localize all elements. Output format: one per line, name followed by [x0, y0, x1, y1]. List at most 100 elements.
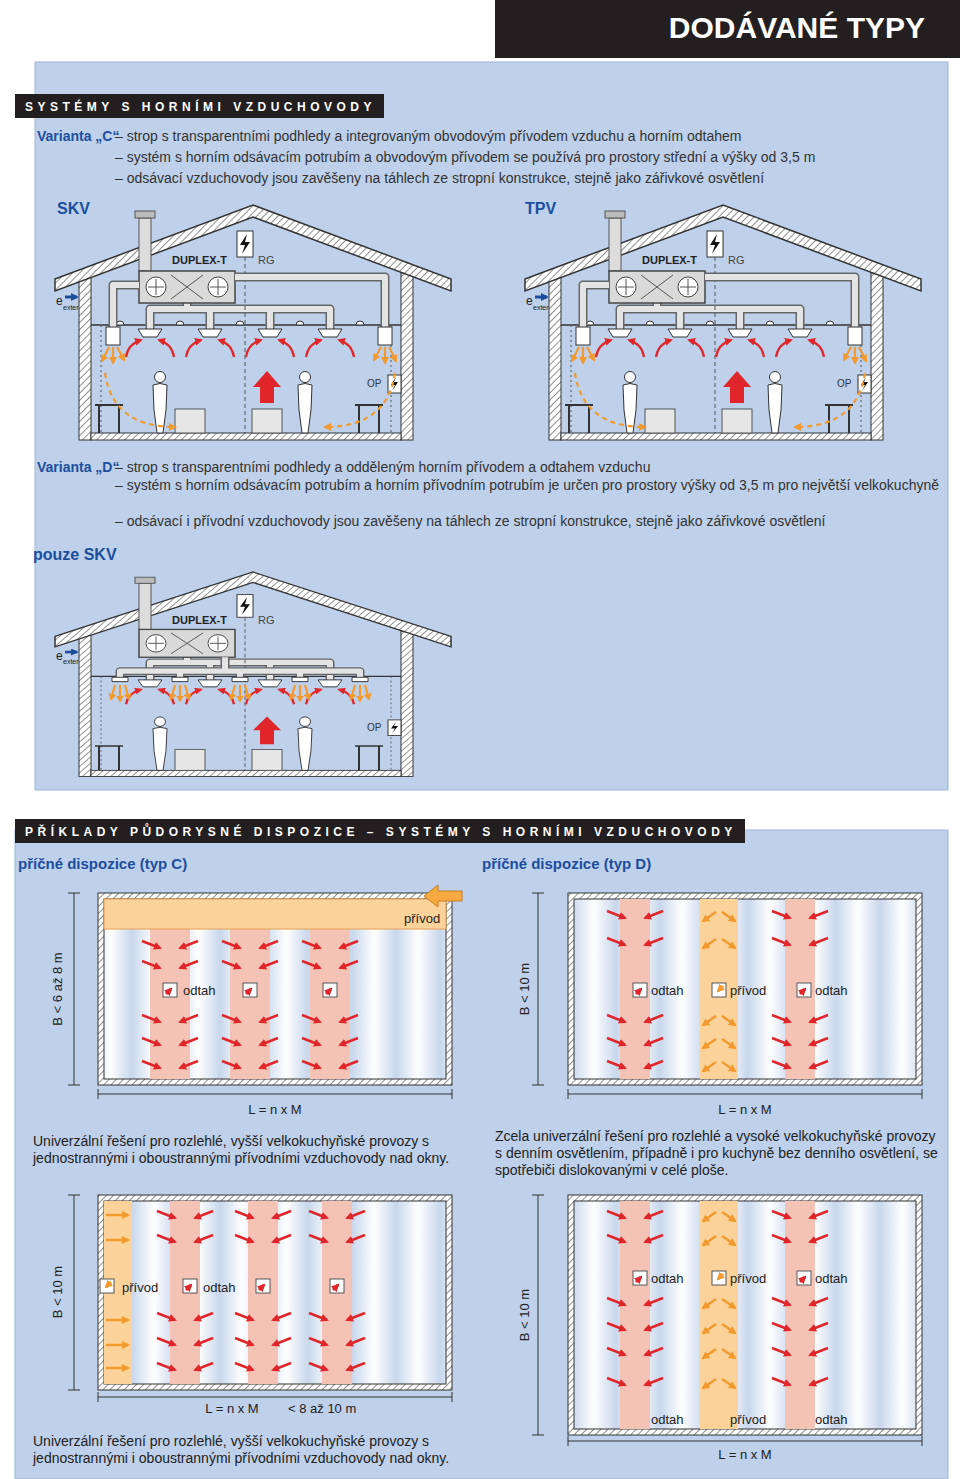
dimension-label: L = n x M: [718, 1447, 771, 1462]
floor-plan: [574, 1201, 916, 1429]
description-line: – odsávací i přívodní vzduchovody jsou z…: [115, 512, 945, 530]
section-band: SYSTÉMY S HORNÍMI VZDUCHOVODY: [15, 94, 384, 118]
floor-plan: [243, 983, 257, 997]
duct-label: odtah: [651, 1412, 684, 1427]
floor-plan: [230, 929, 270, 1079]
floor-plan: [302, 1038, 358, 1045]
floor-plan: [150, 929, 190, 1079]
floor-plan: [607, 1061, 663, 1068]
floor-plan: [322, 1201, 352, 1384]
kitchen-section: [55, 205, 451, 440]
floor-plan: [68, 1195, 452, 1402]
floor-plan: [248, 1201, 278, 1384]
floor-plan: [235, 1338, 291, 1345]
floor-plan: [772, 1378, 828, 1385]
floor-plan: [607, 1323, 663, 1330]
floor-plan: [772, 1061, 828, 1068]
floor-plan: [607, 1348, 663, 1355]
floor-plan: [703, 1299, 735, 1308]
plan-caption: Univerzální řešení pro rozlehlé, vyšší v…: [33, 1433, 513, 1467]
floor-plan: [703, 1379, 735, 1388]
duct-label: přívod: [122, 1280, 158, 1295]
floor-plan: [100, 1279, 114, 1293]
outdoor-label: e: [56, 650, 63, 663]
title-bar: [495, 0, 960, 58]
floor-plan: [797, 983, 811, 997]
section-heading: PŘÍKLADY PŮDORYSNÉ DISPOZICE – SYSTÉMY S…: [25, 825, 737, 839]
floor-plan: [772, 1211, 828, 1218]
perimeter-supply: [102, 277, 396, 427]
floor-plan: [235, 1363, 291, 1370]
variant-heading: Varianta „D“: [37, 458, 119, 476]
control-label: RG: [258, 614, 275, 626]
section-panel: [35, 62, 948, 790]
floor-plan: [424, 885, 462, 907]
page-title: DODÁVANÉ TYPY: [669, 11, 925, 45]
description-line: – systém s horním odsávacím potrubím a o…: [115, 148, 945, 166]
floor-plan: [302, 961, 358, 968]
floor-plan: [106, 1368, 128, 1369]
plan-heading: příčné dispozice (typ D): [482, 855, 651, 873]
control-label: RG: [258, 254, 275, 266]
floor-plan: [157, 1211, 213, 1218]
outdoor-subscript: exter: [63, 304, 79, 312]
plan-heading: příčné dispozice (typ C): [18, 855, 187, 873]
floor-plan: [302, 1015, 358, 1022]
duct-label: přívod: [402, 911, 442, 926]
floor-plan: [157, 1235, 213, 1242]
floor-plan: [104, 1201, 446, 1384]
floor-plan: [607, 938, 663, 945]
panel-label: OP: [367, 378, 381, 390]
floor-plan: [703, 939, 735, 948]
duct-label: odtah: [815, 983, 848, 998]
floor-plan: [703, 1349, 735, 1358]
floor-plan: [703, 912, 735, 921]
variant-heading: Varianta „C“: [37, 127, 119, 145]
floor-plan: [222, 1015, 278, 1022]
floor-plan: [703, 1039, 735, 1048]
outdoor-subscript: exter: [533, 304, 549, 312]
floor-plan: [568, 893, 922, 1085]
dimension-label: L = n x M: [205, 1401, 258, 1416]
floor-plan: [106, 1320, 128, 1321]
floor-plan: [222, 1061, 278, 1068]
floor-plan: [772, 911, 828, 918]
floor-plan: [772, 1235, 828, 1242]
floor-plan: [620, 899, 650, 1079]
description-line: – odsávací vzduchovody jsou zavěšeny na …: [115, 169, 945, 187]
dimension-label: L = n x M: [248, 1102, 301, 1117]
floor-plan: [309, 1211, 365, 1218]
floor-plan: [772, 938, 828, 945]
duct-label: přívod: [730, 1412, 766, 1427]
floor-plan: [106, 1240, 128, 1241]
floor-plan: [633, 983, 647, 997]
floor-plan: [309, 1338, 365, 1345]
plan-caption: Univerzální řešení pro rozlehlé, vyšší v…: [33, 1133, 513, 1167]
section-heading: SYSTÉMY S HORNÍMI VZDUCHOVODY: [25, 100, 376, 114]
floor-plan: [98, 1392, 452, 1402]
description-line: – strop s transparentními podhledy a odd…: [115, 458, 945, 476]
floor-plan: [772, 1348, 828, 1355]
floor-plan: [712, 1271, 726, 1285]
unit-label: DUPLEX-T: [172, 614, 227, 626]
floor-plan: [142, 1038, 198, 1045]
dimension-label: B < 10 m: [50, 1266, 65, 1318]
floor-plan: [142, 961, 198, 968]
floor-plan: [703, 1212, 735, 1221]
kitchen-section: [525, 205, 921, 440]
floor-plan: [157, 1313, 213, 1320]
floor-plan: [607, 1298, 663, 1305]
duct-label: odtah: [815, 1271, 848, 1286]
floor-plan: [68, 1195, 80, 1390]
floor-plan: [607, 1015, 663, 1022]
floor-plan: [309, 1313, 365, 1320]
unit-label: DUPLEX-T: [642, 254, 697, 266]
system-label: TPV: [525, 199, 556, 218]
floor-plan: [106, 1345, 128, 1346]
duct-label: odtah: [815, 1412, 848, 1427]
unit-label: DUPLEX-T: [172, 254, 227, 266]
floor-plan: [620, 1201, 650, 1429]
floor-plan: [235, 1235, 291, 1242]
floor-plan: [222, 1038, 278, 1045]
